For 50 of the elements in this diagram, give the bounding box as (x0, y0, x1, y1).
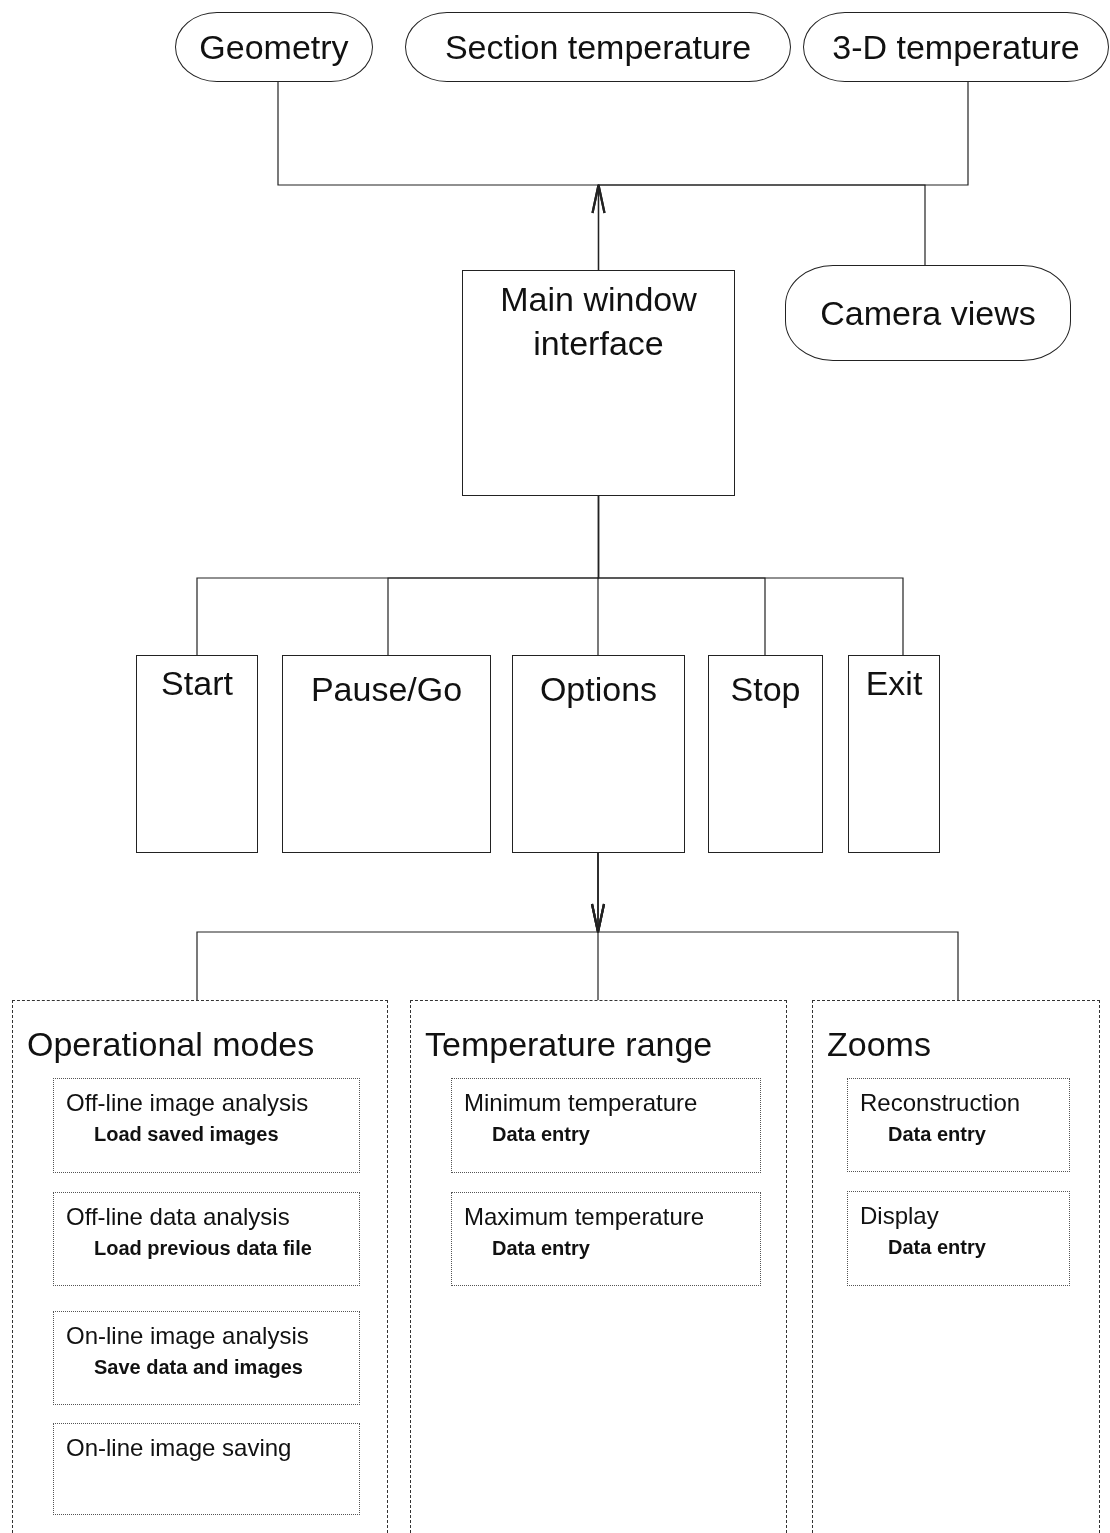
dashed-panel (12, 1000, 388, 1533)
option-box (53, 1192, 360, 1286)
node-label: Stop (730, 669, 801, 710)
option-title: On-line image saving (66, 1434, 293, 1462)
rounded-box (785, 265, 1071, 361)
menu-box (462, 270, 735, 496)
menu-box (282, 655, 491, 853)
option-title: On-line image analysis (66, 1322, 310, 1350)
option-title: Maximum temperature (464, 1203, 706, 1231)
option-title: Display (860, 1202, 940, 1230)
option-title: Off-line image analysis (66, 1089, 310, 1117)
option-box (847, 1078, 1070, 1172)
option-note: Save data and images (93, 1356, 304, 1379)
connector (597, 184, 926, 271)
option-note: Data entry (491, 1237, 591, 1260)
option-note: Data entry (887, 1236, 987, 1259)
panel-heading: Operational modes (27, 1025, 315, 1063)
menu-box (136, 655, 258, 853)
option-note: Load previous data file (93, 1237, 313, 1260)
node-label: Main window interface (499, 279, 698, 365)
dashed-panel (812, 1000, 1100, 1533)
node-label: Options (539, 669, 658, 710)
node-label: 3-D temperature (832, 26, 1080, 68)
node-label: Geometry (199, 26, 349, 68)
node-label: Section temperature (444, 26, 752, 68)
option-box (53, 1078, 360, 1173)
option-note: Data entry (491, 1123, 591, 1146)
menu-box (512, 655, 685, 853)
panel-heading: Temperature range (425, 1025, 713, 1063)
node-label: Start (161, 663, 233, 704)
menu-box (708, 655, 823, 853)
option-box (847, 1191, 1070, 1286)
node-label: Pause/Go (310, 669, 463, 710)
option-box (53, 1423, 360, 1515)
dashed-panel (410, 1000, 787, 1533)
node-label: Camera views (820, 292, 1036, 334)
option-title: Off-line data analysis (66, 1203, 291, 1231)
option-box (451, 1078, 761, 1173)
option-title: Reconstruction (860, 1089, 1022, 1117)
option-note: Data entry (887, 1123, 987, 1146)
option-box (451, 1192, 761, 1286)
menu-box (848, 655, 940, 853)
rounded-box (803, 12, 1109, 82)
panel-heading: Zooms (827, 1025, 931, 1063)
connector (590, 852, 959, 1001)
option-note: Load saved images (93, 1123, 280, 1146)
option-box (53, 1311, 360, 1405)
node-label: Exit (865, 663, 923, 704)
connector (597, 495, 904, 656)
option-title: Minimum temperature (464, 1089, 699, 1117)
